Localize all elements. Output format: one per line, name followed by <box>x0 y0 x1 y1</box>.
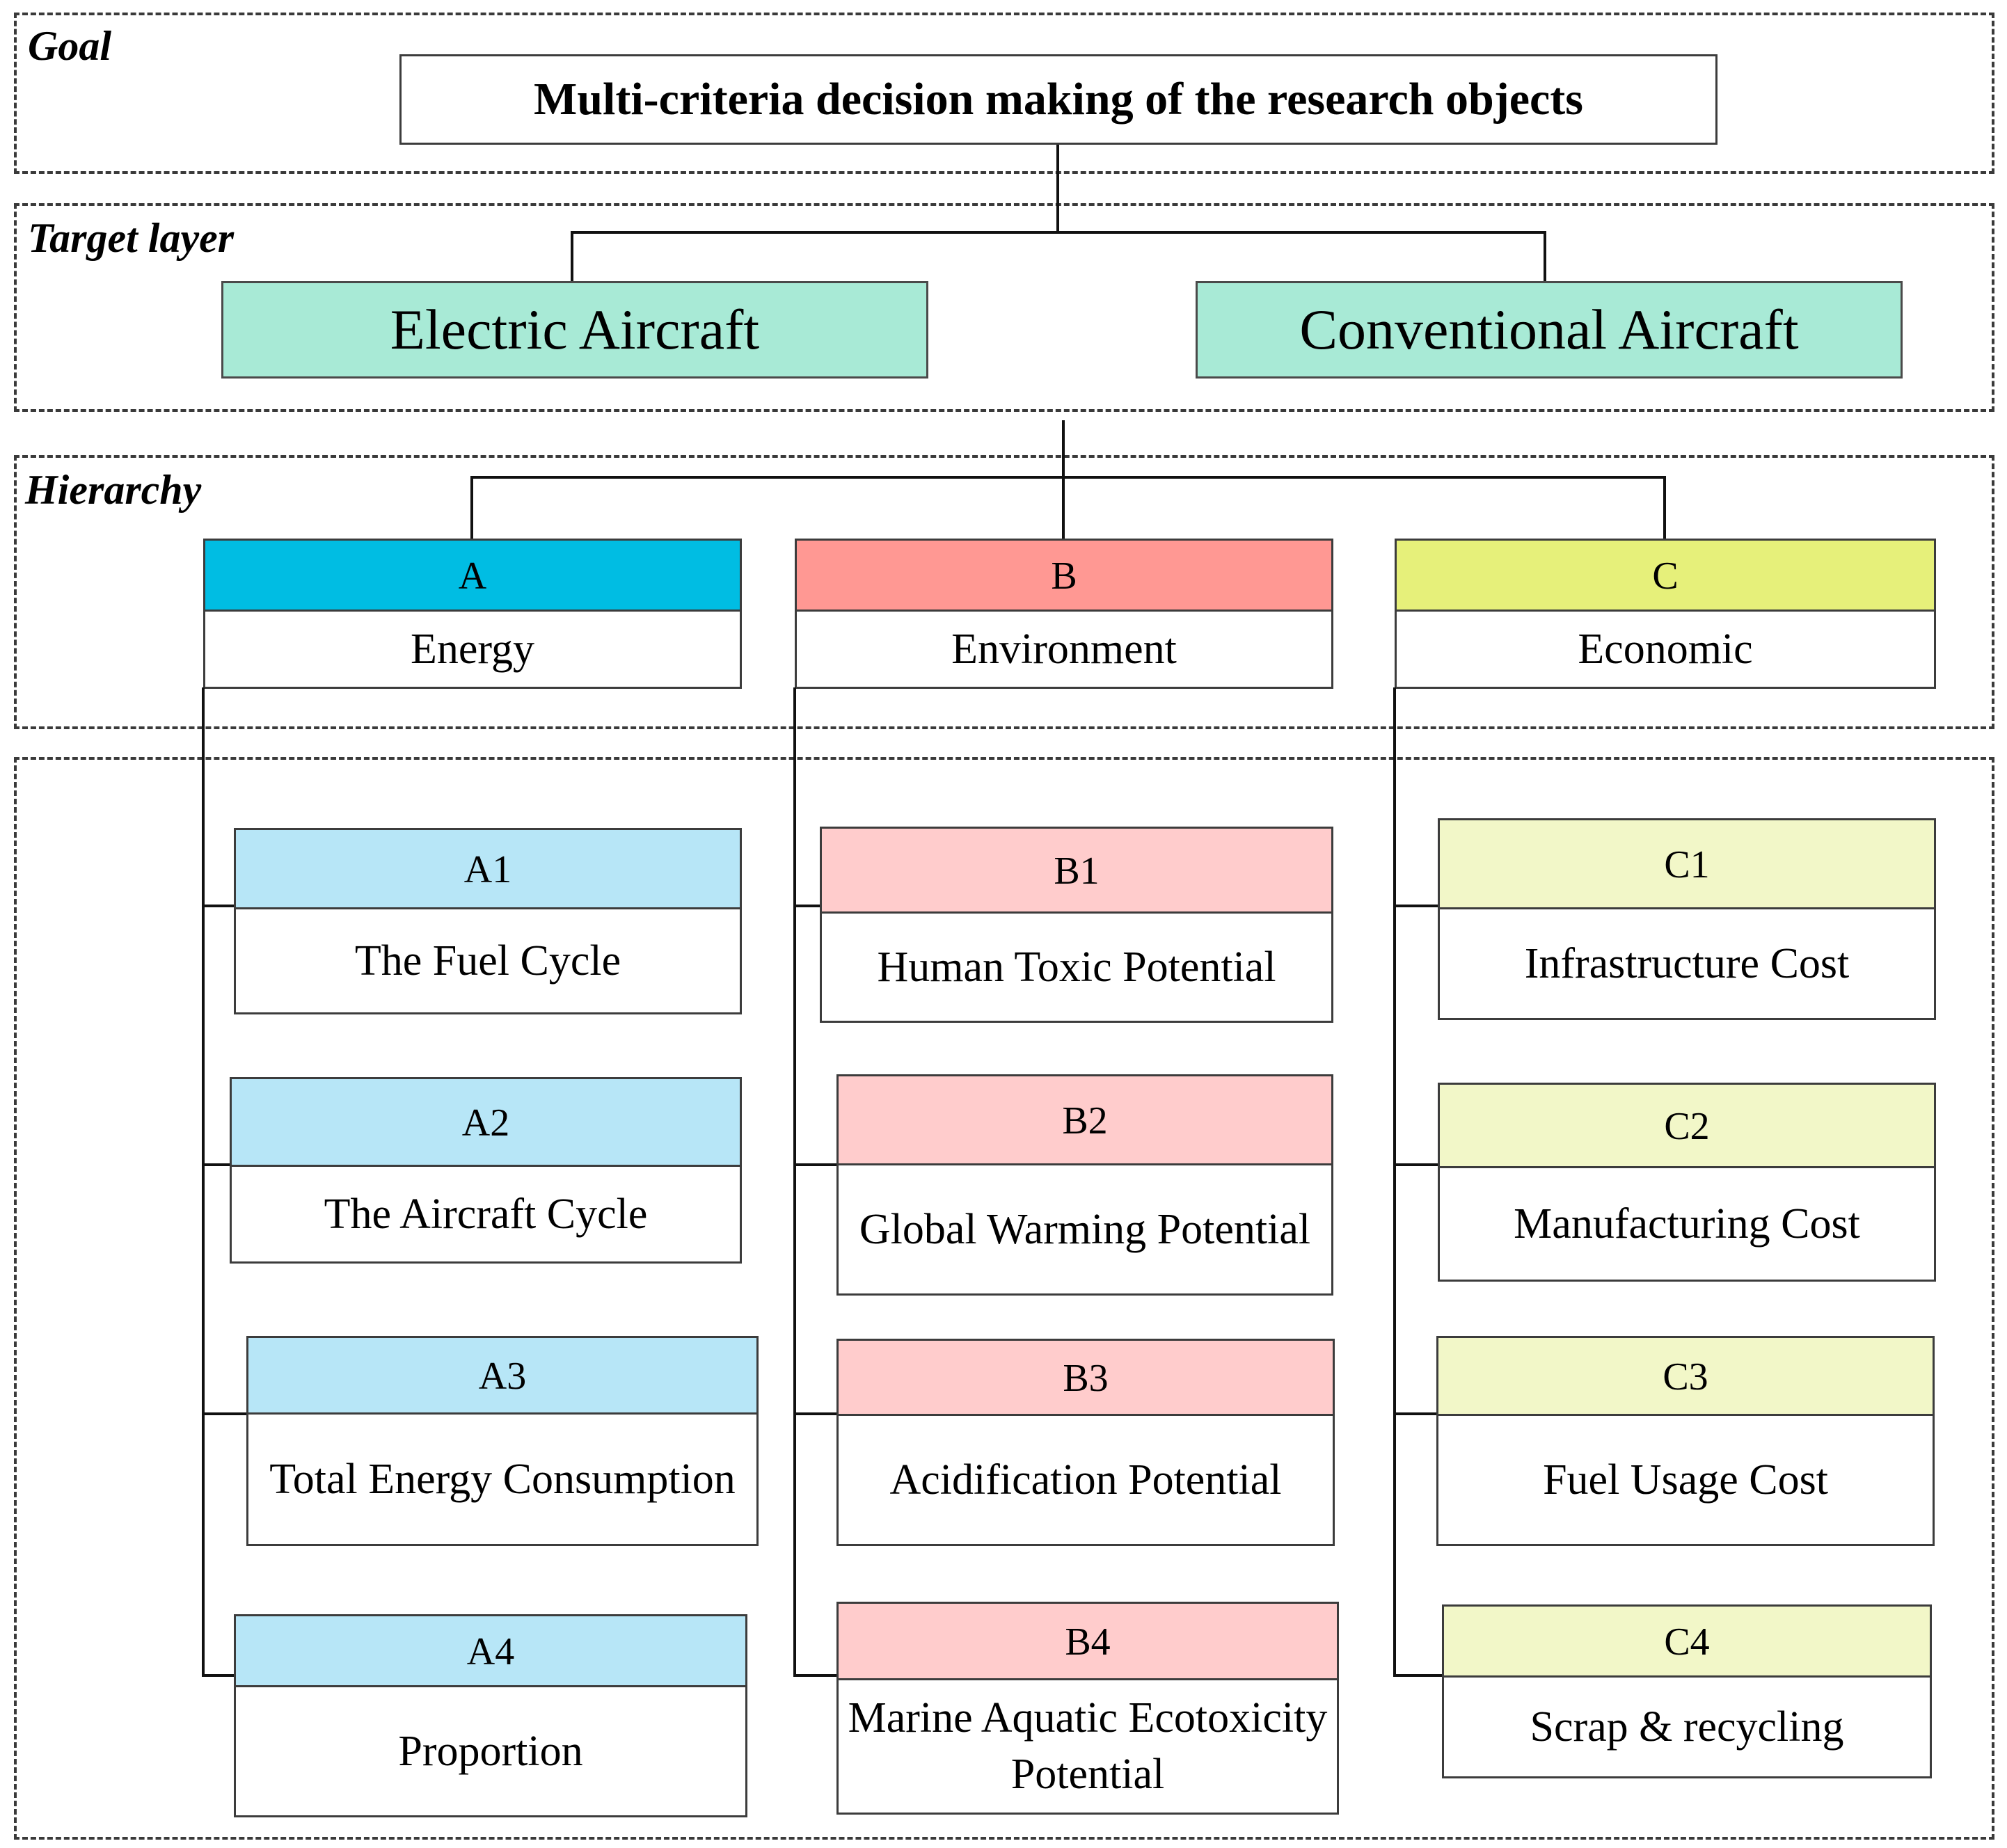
subcriterion-a4-header: A4 <box>234 1614 747 1687</box>
connector-hierarchy-vertical <box>1062 420 1065 539</box>
subcriterion-name: Scrap & recycling <box>1530 1703 1844 1751</box>
subcriterion-name: Marine Aquatic Ecotoxicity Potential <box>848 1694 1328 1798</box>
subcriterion-name: The Fuel Cycle <box>354 937 621 985</box>
subcriterion-a3-body: Total Energy Consumption <box>246 1412 759 1546</box>
connector-criterion-c <box>1663 476 1666 540</box>
spine-b <box>793 687 796 1677</box>
subcriterion-b2-header: B2 <box>836 1074 1333 1165</box>
subcriterion-code: A4 <box>466 1630 515 1673</box>
subcriterion-c2-header: C2 <box>1438 1083 1936 1168</box>
subcriterion-name: Global Warming Potential <box>859 1205 1311 1253</box>
subcriterion-b4-body: Marine Aquatic Ecotoxicity Potential <box>836 1678 1339 1815</box>
branch-a3 <box>202 1412 248 1415</box>
subcriterion-c3-body: Fuel Usage Cost <box>1436 1414 1935 1546</box>
sub-criteria-section <box>14 757 1994 1840</box>
subcriterion-name: Acidification Potential <box>889 1456 1282 1504</box>
target-layer-section <box>14 203 1994 412</box>
spine-a <box>202 687 205 1677</box>
subcriterion-c4-body: Scrap & recycling <box>1442 1675 1932 1778</box>
goal-section-label: Goal <box>28 23 111 69</box>
branch-b2 <box>793 1163 839 1166</box>
criterion-code: B <box>1051 554 1077 598</box>
goal-title: Multi-criteria decision making of the re… <box>534 74 1583 125</box>
criterion-name: Economic <box>1578 625 1753 673</box>
subcriterion-code: B3 <box>1063 1356 1109 1400</box>
subcriterion-c1-body: Infrastructure Cost <box>1438 907 1936 1020</box>
connector-target-right <box>1544 231 1546 282</box>
branch-c3 <box>1393 1412 1439 1415</box>
subcriterion-code: B2 <box>1062 1099 1108 1142</box>
subcriterion-code: A3 <box>478 1354 527 1398</box>
subcriterion-a3-header: A3 <box>246 1336 759 1414</box>
branch-c1 <box>1393 905 1439 907</box>
subcriterion-name: Proportion <box>398 1727 583 1775</box>
subcriterion-name: Infrastructure Cost <box>1524 939 1850 987</box>
branch-b3 <box>793 1412 839 1415</box>
target-section-label: Target layer <box>28 215 235 261</box>
goal-box: Multi-criteria decision making of the re… <box>399 54 1718 145</box>
subcriterion-code: C4 <box>1664 1620 1710 1664</box>
connector-target-left <box>571 231 573 282</box>
subcriterion-code: C1 <box>1664 843 1710 886</box>
subcriterion-name: Human Toxic Potential <box>877 943 1276 991</box>
subcriterion-b1-header: B1 <box>820 827 1333 913</box>
branch-b4 <box>793 1674 839 1677</box>
subcriterion-c2-body: Manufacturing Cost <box>1438 1166 1936 1282</box>
branch-c4 <box>1393 1674 1443 1677</box>
subcriterion-name: The Aircraft Cycle <box>324 1190 648 1238</box>
subcriterion-a4-body: Proportion <box>234 1685 747 1817</box>
subcriterion-code: B4 <box>1065 1620 1111 1664</box>
subcriterion-b4-header: B4 <box>836 1602 1339 1680</box>
subcriterion-code: A1 <box>463 847 512 891</box>
connector-criteria-horizontal <box>470 476 1666 479</box>
connector-criterion-a <box>470 476 473 540</box>
criterion-c-header: C <box>1395 539 1936 611</box>
target-label: Conventional Aircraft <box>1299 298 1799 361</box>
goal-section <box>14 13 1994 174</box>
hierarchy-section <box>14 455 1994 729</box>
subcriterion-code: A2 <box>461 1101 510 1145</box>
subcriterion-name: Fuel Usage Cost <box>1543 1456 1828 1504</box>
connector-targets-horizontal <box>571 231 1546 234</box>
criterion-code: A <box>458 554 487 598</box>
criterion-c-body: Economic <box>1395 610 1936 689</box>
subcriterion-name: Manufacturing Cost <box>1514 1200 1860 1248</box>
subcriterion-a1-header: A1 <box>234 828 742 909</box>
connector-goal-vertical <box>1056 145 1059 234</box>
subcriterion-name: Total Energy Consumption <box>269 1455 736 1503</box>
target-electric-aircraft: Electric Aircraft <box>221 281 928 379</box>
spine-c <box>1393 687 1396 1677</box>
subcriterion-code: B1 <box>1054 849 1100 893</box>
criterion-a-header: A <box>203 539 742 611</box>
criterion-b-body: Environment <box>795 610 1333 689</box>
subcriterion-a2-body: The Aircraft Cycle <box>230 1165 742 1264</box>
subcriterion-b3-header: B3 <box>836 1339 1335 1415</box>
subcriterion-b1-body: Human Toxic Potential <box>820 911 1333 1023</box>
hierarchy-section-label: Hierarchy <box>25 467 202 513</box>
branch-b1 <box>793 905 823 907</box>
subcriterion-c3-header: C3 <box>1436 1336 1935 1415</box>
subcriterion-code: C2 <box>1664 1104 1710 1148</box>
subcriterion-c1-header: C1 <box>1438 818 1936 909</box>
target-conventional-aircraft: Conventional Aircraft <box>1196 281 1903 379</box>
criterion-b-header: B <box>795 539 1333 611</box>
subcriterion-a2-header: A2 <box>230 1077 742 1166</box>
branch-a2 <box>202 1163 231 1166</box>
criterion-name: Environment <box>951 625 1177 673</box>
branch-a4 <box>202 1674 235 1677</box>
branch-c2 <box>1393 1163 1439 1166</box>
criterion-a-body: Energy <box>203 610 742 689</box>
subcriterion-b3-body: Acidification Potential <box>836 1414 1335 1546</box>
criterion-code: C <box>1652 554 1679 598</box>
target-label: Electric Aircraft <box>390 298 760 361</box>
subcriterion-code: C3 <box>1663 1355 1708 1399</box>
subcriterion-c4-header: C4 <box>1442 1604 1932 1677</box>
branch-a1 <box>202 905 235 907</box>
criterion-name: Energy <box>411 625 534 673</box>
subcriterion-a1-body: The Fuel Cycle <box>234 907 742 1014</box>
subcriterion-b2-body: Global Warming Potential <box>836 1163 1333 1296</box>
